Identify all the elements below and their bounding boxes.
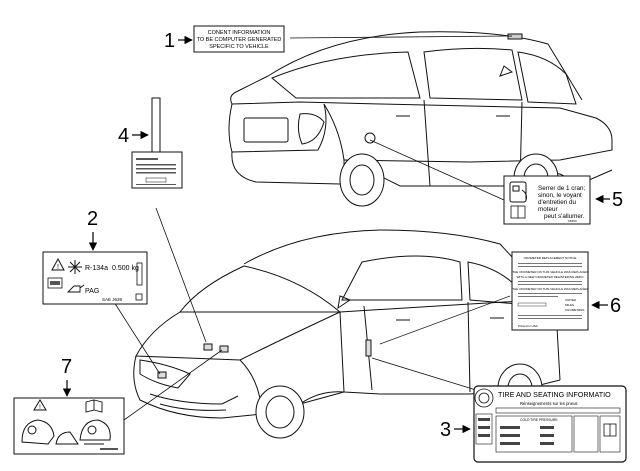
svg-text:THE ODOMETER ON THIS VEHICLE W: THE ODOMETER ON THIS VEHICLE WAS REPLACE…	[512, 270, 588, 274]
snowflake-icon	[68, 260, 82, 274]
svg-text:1: 1	[164, 30, 175, 52]
svg-text:6: 6	[610, 295, 621, 317]
label-5-fuel-cap: Serrer de 1 cran; sinon, le voyant d'ent…	[503, 175, 591, 225]
svg-text:R-134a: R-134a	[85, 265, 108, 272]
callout-3: 3	[440, 419, 471, 441]
svg-text:THE ODOMETER ON THIS VEHICLE W: THE ODOMETER ON THIS VEHICLE WAS REPLACE…	[512, 287, 588, 291]
svg-text:0.500 kg: 0.500 kg	[112, 265, 139, 272]
callout-2: 2	[87, 208, 98, 251]
svg-text:5: 5	[612, 189, 623, 211]
svg-text:WITH A NEW ODOMETER REGISTERIN: WITH A NEW ODOMETER REGISTERING ZERO	[517, 275, 585, 279]
svg-text:2: 2	[87, 208, 98, 230]
callout-6: 6	[591, 295, 621, 317]
label-6-odometer-notice: ODOMETER REPLACEMENT NOTICE THE ODOMETER…	[511, 251, 589, 331]
svg-text:d'entretien du: d'entretien du	[538, 199, 576, 206]
manual-icon	[603, 423, 617, 437]
svg-text:Serrer de 1 cran;: Serrer de 1 cran;	[538, 185, 585, 192]
svg-text:sinon, le voyant: sinon, le voyant	[538, 192, 582, 199]
label-2-refrigerant: ! R-134a 0.500 kg PAG SAE J639	[42, 251, 148, 305]
svg-text:KILOMETRES: KILOMETRES	[565, 308, 584, 312]
manual-icon	[47, 277, 63, 289]
callout-7: 7	[61, 356, 72, 397]
svg-text:SPECIFIC TO VEHICLE: SPECIFIC TO VEHICLE	[209, 44, 269, 50]
svg-text:ODOMETER REPLACEMENT NOTICE: ODOMETER REPLACEMENT NOTICE	[524, 256, 577, 260]
svg-text:7: 7	[61, 356, 72, 378]
svg-text:UNITED: UNITED	[565, 298, 577, 302]
leader-lines	[113, 35, 513, 421]
oil-can-icon	[66, 284, 85, 293]
svg-text:3: 3	[440, 419, 451, 441]
label-7-airbag-warning: !	[13, 397, 125, 455]
svg-text:4: 4	[118, 125, 129, 147]
svg-text:CONENT INFORMATION: CONENT INFORMATION	[208, 30, 271, 36]
svg-text:COLD TIRE PRESSURE: COLD TIRE PRESSURE	[520, 418, 558, 422]
svg-text:!: !	[57, 264, 59, 271]
label-1-vehicle-info: CONENT INFORMATION TO BE COMPUTER GENERA…	[193, 25, 285, 53]
manual-icon	[510, 205, 526, 219]
svg-text:PAG: PAG	[85, 288, 99, 295]
callout-1: 1	[164, 30, 193, 52]
svg-text:TO BE COMPUTER GENERATED: TO BE COMPUTER GENERATED	[197, 37, 282, 43]
label-3-tire-seating: TIRE AND SEATING INFORMATIO Rénseignemen…	[473, 385, 627, 463]
fuel-pump-icon	[509, 181, 527, 203]
warning-triangle-icon: !	[51, 257, 65, 271]
svg-text:xxxxx: xxxxx	[568, 219, 577, 223]
svg-text:Rénseignements sur les pneus: Rénseignements sur les pneus	[520, 401, 578, 406]
child-seat-airbag-icon	[21, 419, 111, 445]
manual-icon	[85, 399, 103, 413]
svg-text:Printed in USA: Printed in USA	[518, 324, 538, 328]
label-4-hang-tag	[131, 97, 183, 189]
svg-text:moteur: moteur	[538, 206, 558, 213]
svg-text:SAE J639: SAE J639	[102, 297, 123, 302]
svg-text:peut s'allumer.: peut s'allumer.	[544, 213, 585, 220]
svg-text:TIRE AND SEATING INFORMATIO: TIRE AND SEATING INFORMATIO	[498, 390, 611, 399]
callout-4: 4	[118, 125, 149, 147]
svg-text:!: !	[39, 405, 41, 411]
callout-5: 5	[595, 189, 623, 211]
warning-triangle-icon: !	[33, 399, 47, 411]
svg-text:MILES: MILES	[565, 303, 574, 307]
